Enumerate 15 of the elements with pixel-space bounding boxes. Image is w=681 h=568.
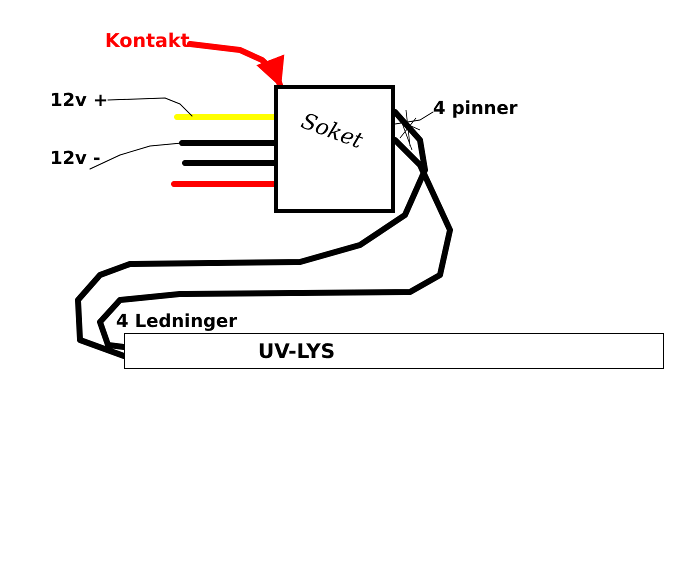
- cable: [97, 137, 453, 350]
- uv-light-box: [124, 333, 664, 369]
- handwritten-label: Soket: [298, 108, 366, 154]
- leader-line: [108, 98, 192, 116]
- callout-label: 12v -: [50, 148, 101, 169]
- arrow: [187, 41, 284, 88]
- cable-label: 4 Ledninger: [116, 311, 238, 332]
- device-label: UV-LYS: [258, 339, 336, 363]
- callout-label: Kontakt: [105, 30, 190, 52]
- callout-label: 4 pinner: [433, 98, 518, 119]
- cable: [75, 109, 428, 359]
- leader-line: [394, 112, 434, 124]
- socket-box: [274, 85, 395, 213]
- leader-line: [90, 142, 182, 170]
- callout-label: 12v +: [50, 90, 108, 111]
